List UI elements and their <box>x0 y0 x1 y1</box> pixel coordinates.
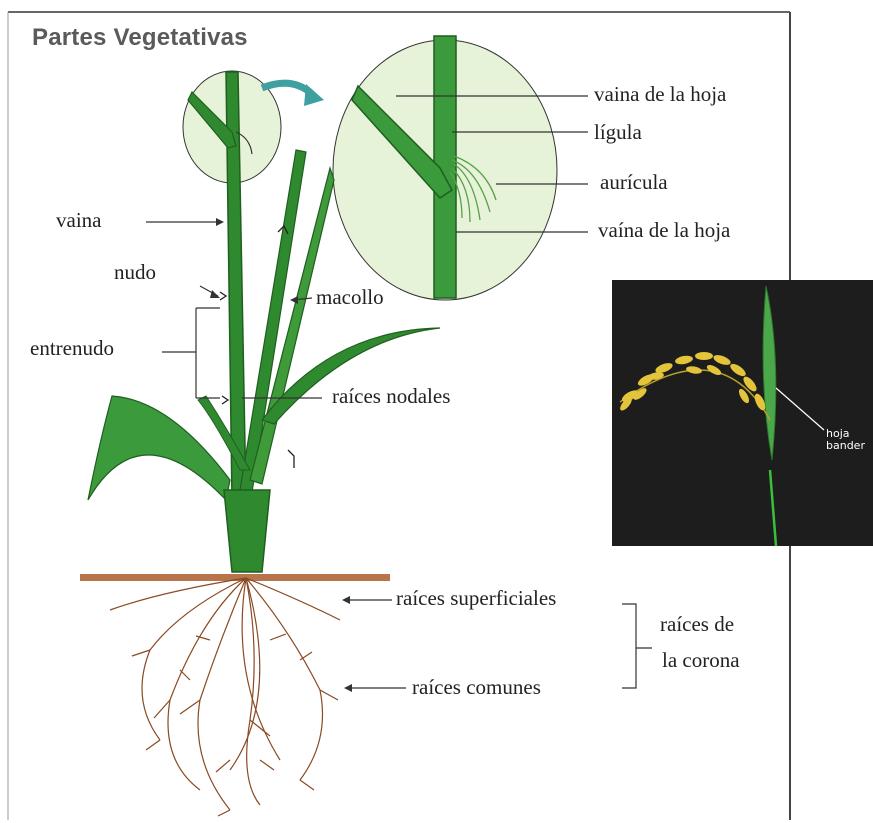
root-system <box>110 578 340 816</box>
label-hoja-bandera: hoja bander <box>826 428 865 451</box>
label-auricula: aurícula <box>600 172 668 193</box>
label-vaina-de-la-hoja-top: vaina de la hoja <box>594 84 726 105</box>
label-raices-comunes: raíces comunes <box>412 677 541 698</box>
label-macollo: macollo <box>316 287 384 308</box>
label-raices-corona-line2: la corona <box>662 650 740 671</box>
zoom-arrow-head <box>304 84 324 106</box>
rice-photo <box>612 280 873 546</box>
label-nudo: nudo <box>114 262 156 283</box>
label-vaina: vaina <box>56 210 101 231</box>
label-raices-nodales: raíces nodales <box>332 386 450 407</box>
label-raices-corona-line1: raíces de <box>660 614 734 635</box>
label-ligula: lígula <box>594 122 642 143</box>
crown-base <box>224 490 270 572</box>
label-vaina-de-la-hoja-bottom: vaína de la hoja <box>598 220 730 241</box>
diagram-title: Partes Vegetativas <box>32 24 248 52</box>
label-hoja-bandera-line2: bander <box>826 440 865 452</box>
label-hoja-bandera-line1: hoja <box>826 428 865 440</box>
label-raices-superficiales: raíces superficiales <box>396 588 556 609</box>
label-entrenudo: entrenudo <box>30 338 114 359</box>
